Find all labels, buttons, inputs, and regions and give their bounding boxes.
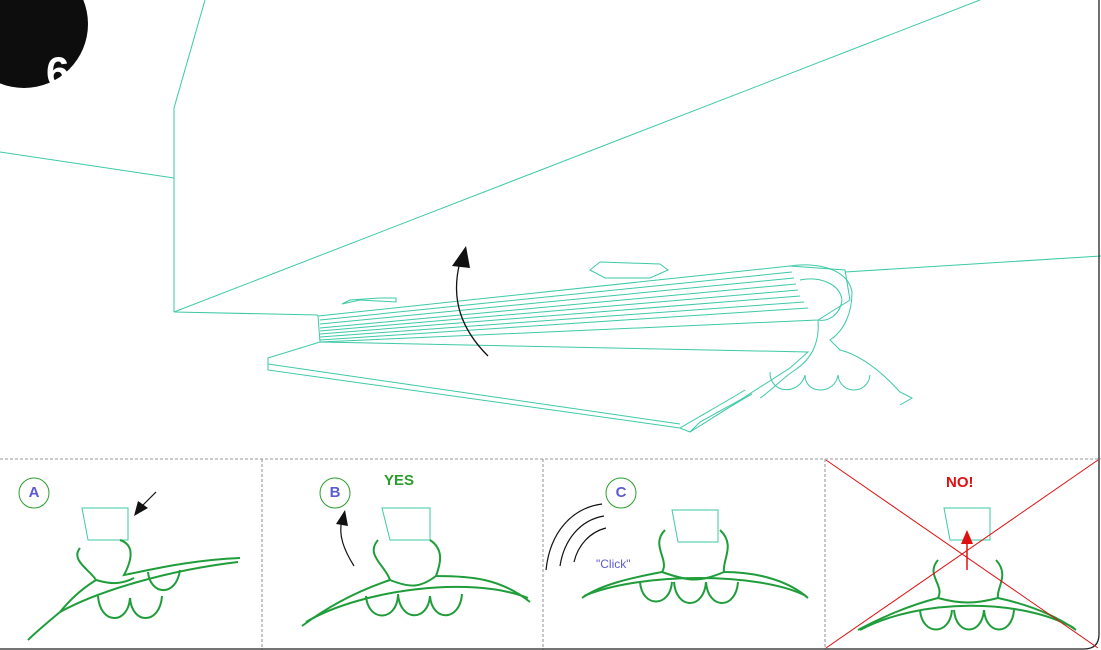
panel-no-label: NO! <box>946 474 974 491</box>
panel-a-arrow <box>134 491 157 516</box>
panel-a-marker <box>18 477 50 509</box>
panel-a-letter: A <box>28 484 40 501</box>
panel-b-letter: B <box>329 484 341 501</box>
fixture-profile <box>267 261 914 433</box>
panel-b-arrow <box>336 510 355 567</box>
panel-c-letter: C <box>615 484 627 501</box>
step-number: 6 <box>46 48 70 95</box>
panel-no-arrow <box>961 530 973 570</box>
panel-c-click-label: "Click" <box>596 557 631 571</box>
panel-c-profile <box>581 509 809 604</box>
rotate-up-arrow <box>452 246 489 357</box>
panel-no-profile <box>857 507 1077 631</box>
panel-b-profile <box>301 507 531 627</box>
ceiling-lines <box>0 0 1101 316</box>
panel-a-profile <box>27 507 241 641</box>
panel-grid <box>0 458 1101 650</box>
panel-b-marker <box>319 477 351 509</box>
panel-c-marker <box>605 477 637 509</box>
click-sound-waves <box>545 503 607 571</box>
panel-no-cross <box>825 459 1099 649</box>
panel-b-yes-label: YES <box>384 472 415 489</box>
